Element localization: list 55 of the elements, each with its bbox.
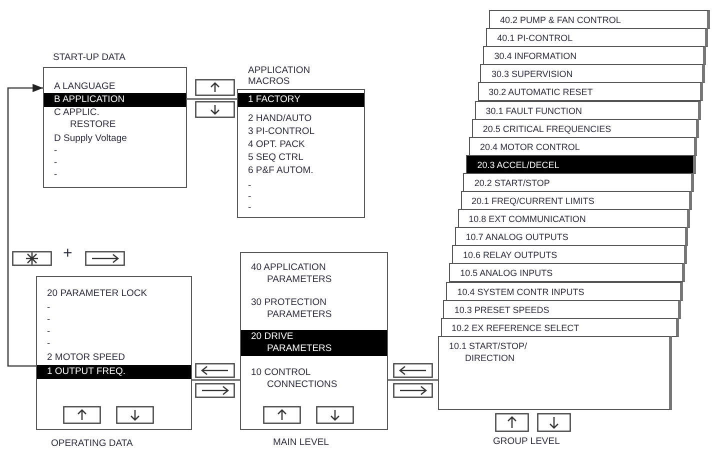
- menu-item: -: [46, 301, 52, 315]
- parameter-card: 30.1 FAULT FUNCTION: [474, 100, 701, 120]
- menu-item: 30 PROTECTION PARAMETERS: [250, 296, 333, 322]
- parameter-card: 20.5 CRITICAL FREQUENCIES: [472, 118, 700, 138]
- selected-menu-item: 1 FACTORY: [238, 93, 364, 107]
- connector-line: [388, 379, 438, 381]
- menu-item: 4 OPT. PACK: [247, 138, 306, 152]
- menu-item: A LANGUAGE: [53, 80, 116, 94]
- menu-title: MAIN LEVEL: [273, 437, 330, 448]
- parameter-card: 10.4 SYSTEM CONTR INPUTS: [446, 282, 683, 300]
- menu-item: -: [46, 325, 52, 339]
- menu-item: -: [247, 190, 252, 204]
- parameter-card: 40.1 PI-CONTROL: [486, 28, 708, 48]
- menu-item: -: [53, 168, 58, 182]
- menu-item: 40 APPLICATION PARAMETERS: [250, 261, 333, 287]
- menu-item: 2 MOTOR SPEED: [46, 351, 126, 365]
- parameter-card: 10.3 PRESET SPEEDS: [443, 300, 682, 319]
- parameter-card: 30.2 AUTOMATIC RESET: [478, 82, 703, 102]
- plus-sign: +: [63, 245, 72, 263]
- menu-title: APPLICATION MACROS: [248, 65, 312, 87]
- selected-menu-item: 1 OUTPUT FREQ.: [37, 365, 191, 379]
- parameter-card: 30.3 SUPERVISION: [480, 64, 705, 84]
- menu-item: -: [46, 313, 52, 327]
- selected-menu-item: B APPLICATION: [44, 93, 186, 107]
- menu-title: START-UP DATA: [53, 52, 126, 63]
- level-title: GROUP LEVEL: [493, 436, 560, 447]
- parameter-card: 10.2 EX REFERENCE SELECT: [440, 318, 680, 337]
- menu-item: 5 SEQ CTRL: [247, 151, 304, 165]
- selected-parameter-card: 20.3 ACCEL/DECEL: [466, 154, 696, 174]
- menu-item: 3 PI-CONTROL: [247, 125, 316, 139]
- menu-item: -: [247, 201, 252, 215]
- menu-item: -: [53, 144, 58, 158]
- menu-item: 2 HAND/AUTO: [247, 112, 313, 126]
- menu-title: OPERATING DATA: [51, 438, 134, 449]
- parameter-card: 20.1 FREQ/CURRENT LIMITS: [460, 191, 692, 210]
- menu-item: C APPLIC. RESTORE: [53, 106, 117, 132]
- menu-item: -: [46, 337, 52, 351]
- parameter-card: 10.7 ANALOG OUTPUTS: [454, 227, 688, 246]
- menu-item: -: [247, 179, 252, 193]
- parameter-card: 20.4 MOTOR CONTROL: [469, 136, 698, 156]
- parameter-card: 10.6 RELAY OUTPUTS: [452, 245, 687, 264]
- parameter-card: 10.8 EXT COMMUNICATION: [458, 209, 690, 228]
- connector-line: [192, 379, 240, 381]
- menu-item: 10 CONTROL CONNECTIONS: [250, 366, 338, 392]
- parameter-card: 30.4 INFORMATION: [483, 46, 706, 66]
- menu-item: 6 P&F AUTOM.: [247, 164, 314, 178]
- menu-item: D Supply Voltage: [53, 132, 128, 146]
- selected-menu-item: 20 DRIVE PARAMETERS: [241, 330, 387, 356]
- parameter-card: 10.1 START/STOP/ DIRECTION: [438, 336, 672, 410]
- parameter-card: 10.5 ANALOG INPUTS: [449, 263, 685, 282]
- parameter-card: 20.2 START/STOP: [463, 172, 694, 192]
- menu-item: -: [53, 156, 58, 170]
- arrow: [7, 84, 43, 367]
- menu-item: 20 PARAMETER LOCK: [46, 287, 148, 301]
- parameter-card: 40.2 PUMP & FAN CONTROL: [489, 10, 710, 29]
